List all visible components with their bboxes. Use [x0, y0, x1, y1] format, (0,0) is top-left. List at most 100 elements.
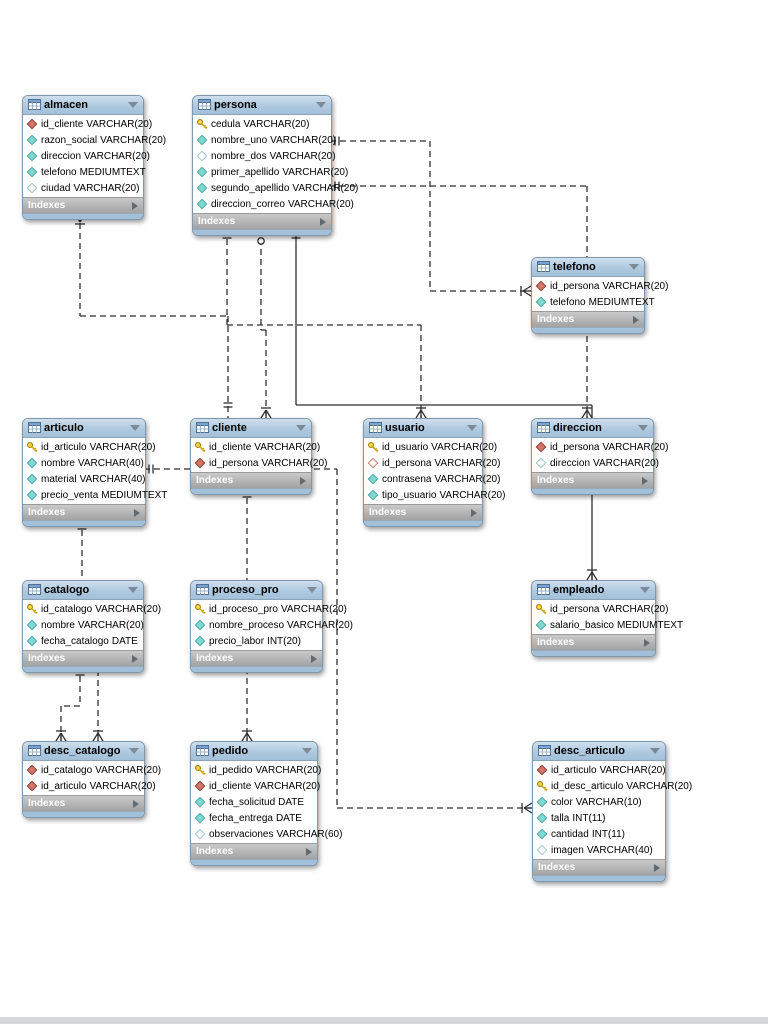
indexes-row[interactable]: Indexes: [193, 213, 331, 230]
expand-indexes-icon[interactable]: [311, 654, 317, 663]
collapse-arrow-icon[interactable]: [640, 587, 650, 593]
table-header[interactable]: direccion: [532, 419, 653, 438]
table-header[interactable]: usuario: [364, 419, 482, 438]
indexes-row[interactable]: Indexes: [533, 859, 665, 876]
collapse-arrow-icon[interactable]: [650, 748, 660, 754]
table-header[interactable]: desc_catalogo: [23, 742, 144, 761]
indexes-row[interactable]: Indexes: [532, 311, 644, 328]
collapse-arrow-icon[interactable]: [296, 425, 306, 431]
indexes-row[interactable]: Indexes: [23, 650, 143, 667]
collapse-arrow-icon[interactable]: [130, 425, 140, 431]
collapse-arrow-icon[interactable]: [302, 748, 312, 754]
indexes-row[interactable]: Indexes: [191, 472, 311, 489]
collapse-arrow-icon[interactable]: [629, 264, 639, 270]
expand-indexes-icon[interactable]: [633, 315, 639, 324]
table-header[interactable]: proceso_pro: [191, 581, 322, 600]
expand-indexes-icon[interactable]: [654, 863, 660, 872]
indexes-row[interactable]: Indexes: [191, 843, 317, 860]
indexes-row[interactable]: Indexes: [23, 795, 144, 812]
collapse-arrow-icon[interactable]: [638, 425, 648, 431]
table-header[interactable]: pedido: [191, 742, 317, 761]
expand-indexes-icon[interactable]: [642, 476, 648, 485]
collapse-arrow-icon[interactable]: [307, 587, 317, 593]
table-header[interactable]: articulo: [23, 419, 145, 438]
expand-indexes-icon[interactable]: [132, 654, 138, 663]
expand-indexes-icon[interactable]: [644, 638, 650, 647]
collapse-arrow-icon[interactable]: [467, 425, 477, 431]
expand-indexes-icon[interactable]: [300, 476, 306, 485]
indexes-row[interactable]: Indexes: [532, 472, 653, 489]
expand-indexes-icon[interactable]: [471, 508, 477, 517]
table-header[interactable]: almacen: [23, 96, 143, 115]
expand-indexes-icon[interactable]: [133, 799, 139, 808]
indexes-row[interactable]: Indexes: [23, 504, 145, 521]
table-header[interactable]: empleado: [532, 581, 655, 600]
expand-indexes-icon[interactable]: [132, 201, 138, 210]
collapse-arrow-icon[interactable]: [128, 102, 138, 108]
table-header[interactable]: telefono: [532, 258, 644, 277]
collapse-arrow-icon[interactable]: [316, 102, 326, 108]
expand-indexes-icon[interactable]: [134, 508, 140, 517]
expand-indexes-icon[interactable]: [306, 847, 312, 856]
indexes-row[interactable]: Indexes: [23, 197, 143, 214]
expand-indexes-icon[interactable]: [320, 217, 326, 226]
collapse-arrow-icon[interactable]: [128, 587, 138, 593]
table-header[interactable]: persona: [193, 96, 331, 115]
indexes-row[interactable]: Indexes: [364, 504, 482, 521]
collapse-arrow-icon[interactable]: [129, 748, 139, 754]
